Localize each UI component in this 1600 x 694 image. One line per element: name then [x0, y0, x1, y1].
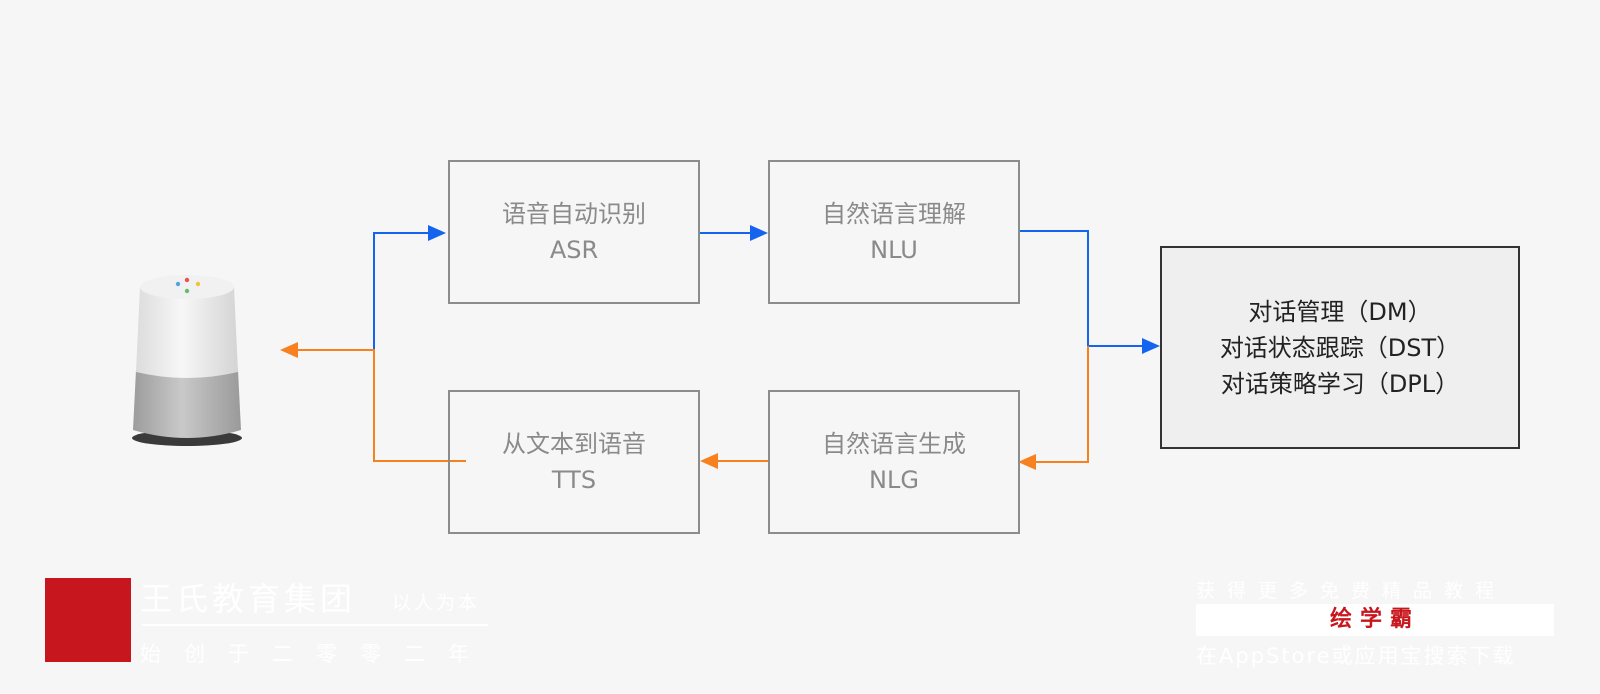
promo-download-hint: 在AppStore或应用宝搜索下载	[1196, 644, 1516, 668]
nlu-abbr: NLU	[870, 236, 918, 264]
arrowhead-asr	[428, 225, 446, 241]
dm-line-1: 对话管理（DM）	[1248, 297, 1432, 326]
brand-motto: 以人为本	[392, 592, 481, 614]
nlg-node: 自然语言生成 NLG	[768, 390, 1020, 534]
tts-title: 从文本到语音	[502, 430, 646, 458]
dm-line-2: 对话状态跟踪（DST）	[1219, 333, 1461, 362]
arrowhead-dm	[1142, 338, 1160, 354]
nlg-abbr: NLG	[869, 466, 919, 494]
arrowhead-nlu	[750, 225, 768, 241]
asr-title: 语音自动识别	[502, 200, 646, 228]
edge-speaker-to-asr	[373, 225, 446, 350]
dm-line-3: 对话策略学习（DPL）	[1220, 369, 1460, 398]
arrowhead-nlg	[1018, 454, 1036, 470]
promo-app-name: 绘学霸	[1329, 607, 1420, 632]
nlu-title: 自然语言理解	[822, 200, 966, 228]
edge-nlu-to-dm	[1020, 230, 1160, 354]
promo-band	[1196, 604, 1554, 636]
brand-founded: 始创于二零零二年	[140, 642, 492, 666]
brand-logo-background	[45, 578, 131, 662]
edge-tts-to-speaker	[280, 342, 466, 462]
asr-node: 语音自动识别 ASR	[448, 160, 700, 304]
promo-tagline: 获得更多免费精品教程	[1196, 580, 1507, 602]
arrowhead-speaker	[280, 342, 298, 358]
brand-name: 王氏教育集团	[140, 580, 357, 618]
edge-dm-to-nlg	[1018, 346, 1089, 470]
edge-asr-to-nlu	[700, 225, 768, 241]
tts-node: 从文本到语音 TTS	[448, 390, 700, 534]
nlg-title: 自然语言生成	[822, 430, 966, 458]
tts-abbr: TTS	[551, 466, 597, 494]
nlu-node: 自然语言理解 NLU	[768, 160, 1020, 304]
edge-nlg-to-tts	[700, 453, 768, 469]
asr-abbr: ASR	[549, 236, 599, 264]
dm-node: 对话管理（DM） 对话状态跟踪（DST） 对话策略学习（DPL）	[1160, 246, 1520, 449]
brand-divider	[142, 624, 488, 626]
arrowhead-tts	[700, 453, 718, 469]
smart-speaker-icon	[132, 275, 242, 446]
